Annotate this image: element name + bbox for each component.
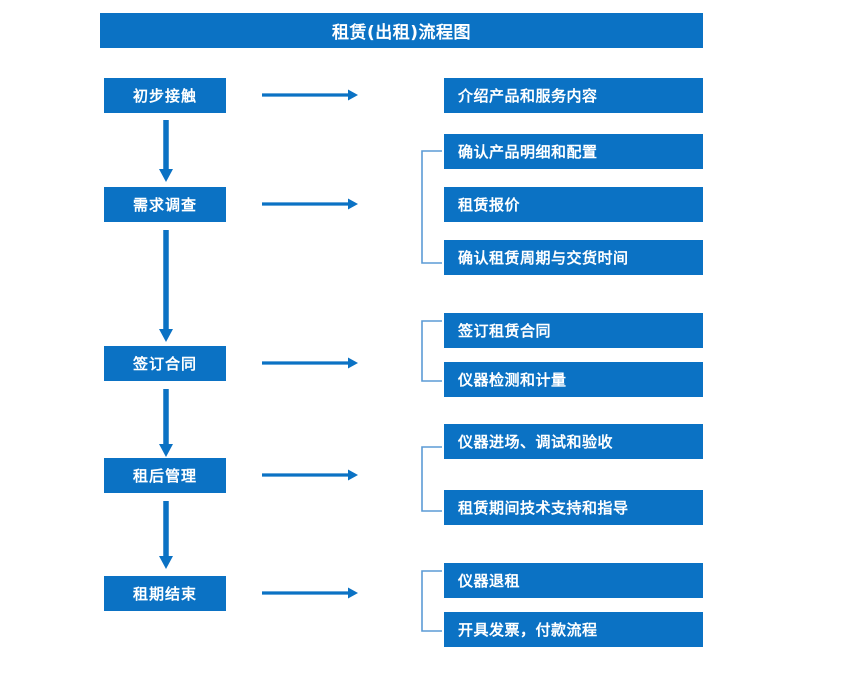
connector-arrow-right-5	[262, 586, 358, 600]
detail-box-5-1[interactable]: 仪器退租	[444, 563, 703, 598]
detail-box-3-1[interactable]: 签订租赁合同	[444, 313, 703, 348]
detail-box-1-1[interactable]: 介绍产品和服务内容	[444, 78, 703, 113]
group-bracket-2	[420, 150, 442, 264]
flowchart-title: 租赁(出租)流程图	[100, 13, 703, 48]
connector-arrow-down-3	[156, 389, 176, 457]
connector-arrow-down-4	[156, 501, 176, 569]
detail-box-5-2[interactable]: 开具发票，付款流程	[444, 612, 703, 647]
connector-arrow-right-1	[262, 88, 358, 102]
stage-box-3[interactable]: 签订合同	[104, 346, 226, 381]
detail-box-2-1[interactable]: 确认产品明细和配置	[444, 134, 703, 169]
detail-box-4-1[interactable]: 仪器进场、调试和验收	[444, 424, 703, 459]
connector-arrow-down-1	[156, 120, 176, 182]
group-bracket-3	[420, 320, 442, 382]
stage-box-5[interactable]: 租期结束	[104, 576, 226, 611]
connector-arrow-right-2	[262, 197, 358, 211]
detail-box-2-3[interactable]: 确认租赁周期与交货时间	[444, 240, 703, 275]
connector-arrow-right-4	[262, 468, 358, 482]
connector-arrow-right-3	[262, 356, 358, 370]
detail-box-2-2[interactable]: 租赁报价	[444, 187, 703, 222]
stage-box-4[interactable]: 租后管理	[104, 458, 226, 493]
group-bracket-4	[420, 446, 442, 512]
detail-box-3-2[interactable]: 仪器检测和计量	[444, 362, 703, 397]
stage-box-2[interactable]: 需求调查	[104, 187, 226, 222]
stage-box-1[interactable]: 初步接触	[104, 78, 226, 113]
group-bracket-5	[420, 570, 442, 632]
connector-arrow-down-2	[156, 230, 176, 342]
detail-box-4-2[interactable]: 租赁期间技术支持和指导	[444, 490, 703, 525]
